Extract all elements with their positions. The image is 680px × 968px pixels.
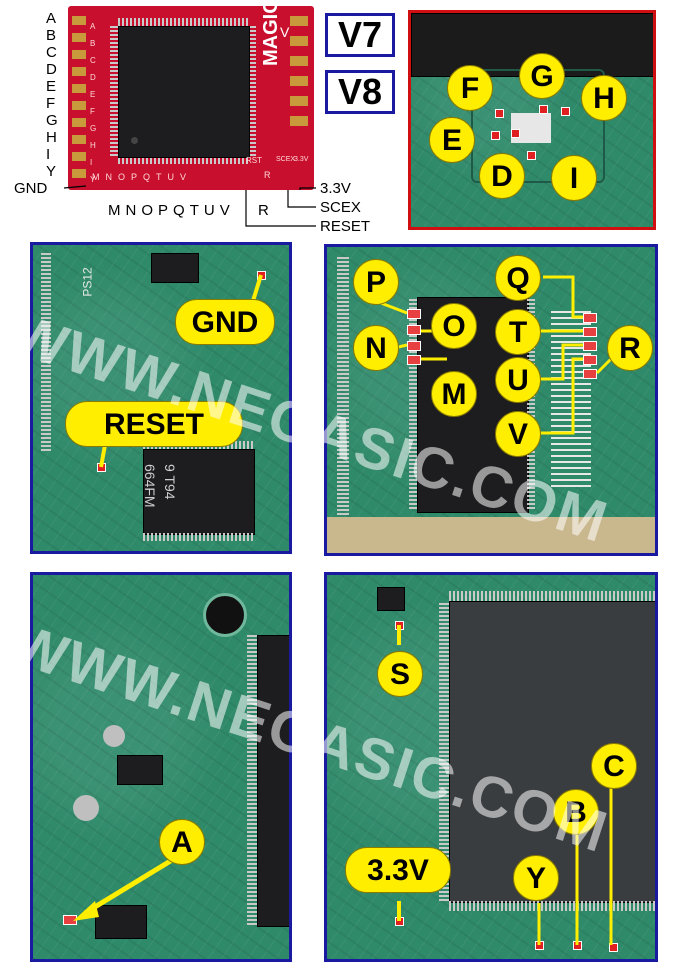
letter-b: B bbox=[46, 27, 68, 44]
label-f: F bbox=[447, 65, 493, 111]
label-3v3: 3.3V bbox=[320, 180, 351, 197]
label-g: G bbox=[519, 53, 565, 99]
letter-e: E bbox=[46, 78, 68, 95]
letter-c: C bbox=[46, 44, 68, 61]
letter-g: G bbox=[46, 112, 68, 129]
label-e: E bbox=[429, 117, 475, 163]
label-u: U bbox=[495, 357, 541, 403]
letter-h: H bbox=[46, 129, 68, 146]
version-v7: V7 bbox=[325, 13, 395, 57]
letter-a: A bbox=[46, 10, 68, 27]
modchip-ic bbox=[118, 26, 250, 158]
letter-f: F bbox=[46, 95, 68, 112]
label-a: A bbox=[159, 819, 205, 865]
label-m: M bbox=[431, 371, 477, 417]
label-y: Y bbox=[513, 855, 559, 901]
label-q: Q bbox=[495, 255, 541, 301]
gnd-label: GND bbox=[14, 180, 47, 197]
r-label: R bbox=[258, 202, 269, 219]
label-n: N bbox=[353, 325, 399, 371]
label-3v3-point: 3.3V bbox=[345, 847, 451, 893]
left-letter-list: A B C D E F G H I Y bbox=[46, 10, 68, 180]
panel-1-pcb-photo: F G H E D I bbox=[408, 10, 656, 230]
label-c: C bbox=[591, 743, 637, 789]
version-v8: V8 bbox=[325, 70, 395, 114]
modchip-board: AB CD EF GH IY MAGIC V MNOPQTUV RST R SC… bbox=[68, 6, 314, 190]
label-scex: SCEX bbox=[320, 199, 361, 216]
board-silk-letters: AB CD EF GH IY bbox=[90, 18, 96, 188]
label-p: P bbox=[353, 259, 399, 305]
label-d: D bbox=[479, 153, 525, 199]
board-silk-bottom: MNOPQTUV bbox=[92, 172, 192, 182]
label-r: R bbox=[607, 325, 653, 371]
panel2-ic: 664FM 9 T94 bbox=[143, 449, 255, 535]
letter-y: Y bbox=[46, 163, 68, 180]
letter-i: I bbox=[46, 146, 68, 163]
label-o: O bbox=[431, 303, 477, 349]
label-gnd: GND bbox=[175, 299, 275, 345]
label-v: V bbox=[495, 411, 541, 457]
letter-d: D bbox=[46, 61, 68, 78]
bottom-letter-list: MNOPQTUV bbox=[108, 202, 235, 219]
label-t: T bbox=[495, 309, 541, 355]
label-s: S bbox=[377, 651, 423, 697]
label-reset: RESET bbox=[320, 218, 370, 235]
label-h: H bbox=[581, 75, 627, 121]
label-i: I bbox=[551, 155, 597, 201]
